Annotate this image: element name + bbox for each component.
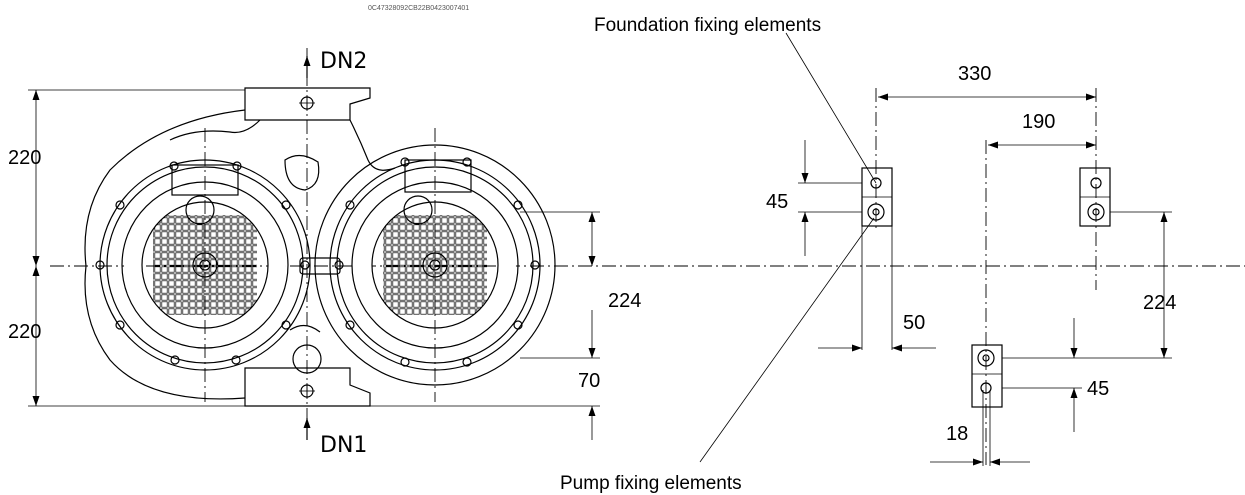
pump-fixing-label: Pump fixing elements bbox=[560, 473, 742, 494]
pump-leader bbox=[699, 217, 875, 463]
drawing-code: 0C47328092CB22B0423007401 bbox=[368, 5, 469, 12]
dim-18: 18 bbox=[946, 423, 968, 445]
left-motor bbox=[95, 128, 311, 402]
dim-70: 70 bbox=[578, 370, 600, 392]
dim-224-left: 224 bbox=[608, 290, 641, 312]
dim-220-lower: 220 bbox=[8, 321, 41, 343]
foundation-leader bbox=[785, 32, 877, 184]
dim-224-right: 224 bbox=[1143, 292, 1176, 314]
fixing-elements-view: 330 190 45 50 224 45 18 bbox=[560, 15, 1176, 494]
left-dimensions: 220 220 224 70 bbox=[8, 89, 641, 440]
dn1-label: DN1 bbox=[320, 433, 367, 458]
dim-330: 330 bbox=[958, 63, 991, 85]
dn2-label: DN2 bbox=[320, 49, 367, 74]
dim-190: 190 bbox=[1022, 111, 1055, 133]
dim-220-upper: 220 bbox=[8, 147, 41, 169]
dim-45-upper: 45 bbox=[766, 191, 788, 213]
dim-45-lower: 45 bbox=[1087, 378, 1109, 400]
foundation-fixing-label: Foundation fixing elements bbox=[594, 15, 821, 36]
right-motor bbox=[314, 128, 556, 402]
pump-top-view: DN2 DN1 bbox=[50, 48, 1245, 458]
dim-50: 50 bbox=[903, 312, 925, 334]
